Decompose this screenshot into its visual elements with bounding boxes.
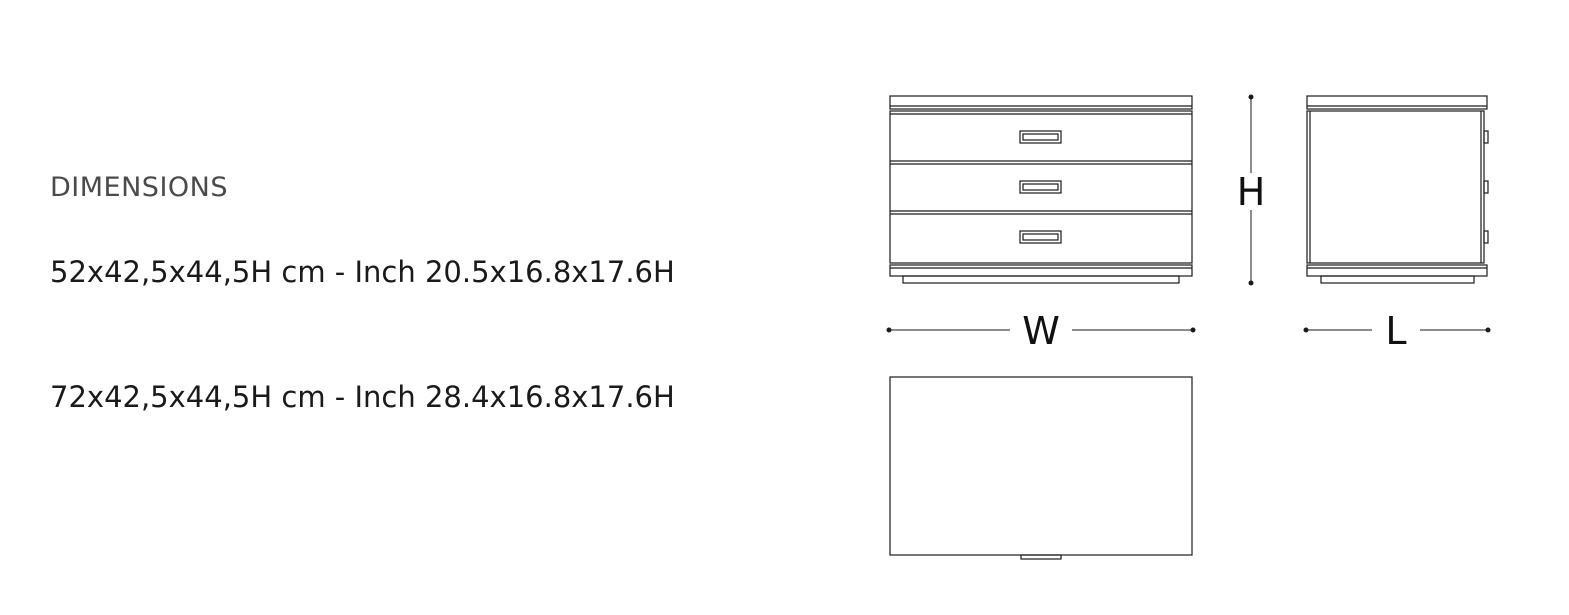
side-view bbox=[1306, 95, 1489, 284]
side-handle-2 bbox=[1483, 180, 1489, 194]
side-plinth bbox=[1320, 275, 1475, 284]
length-label: L bbox=[1385, 309, 1406, 353]
top-view bbox=[889, 376, 1193, 560]
front-top-panel bbox=[889, 95, 1193, 110]
length-dimension-line bbox=[1303, 327, 1491, 333]
top-view-handle bbox=[1020, 554, 1062, 560]
drawer-handle-2 bbox=[1019, 180, 1062, 194]
front-plinth bbox=[902, 275, 1180, 284]
drawer-handle-3 bbox=[1019, 230, 1062, 244]
side-top-panel bbox=[1306, 95, 1488, 110]
dimension-line-large: 72x42,5x44,5H cm - Inch 28.4x16.8x17.6H bbox=[50, 380, 675, 414]
dimensions-heading: DIMENSIONS bbox=[50, 172, 228, 203]
front-base-panel bbox=[889, 264, 1193, 277]
side-handle-1 bbox=[1483, 130, 1489, 144]
top-view-outline bbox=[889, 376, 1193, 556]
dimension-line-small: 52x42,5x44,5H cm - Inch 20.5x16.8x17.6H bbox=[50, 255, 675, 289]
side-handle-3 bbox=[1483, 230, 1489, 244]
width-dimension-line bbox=[886, 327, 1196, 333]
height-label: H bbox=[1237, 170, 1266, 214]
width-label: W bbox=[1022, 309, 1060, 353]
side-body bbox=[1306, 110, 1485, 264]
front-view bbox=[889, 95, 1193, 284]
drawer-handle-1 bbox=[1019, 130, 1062, 144]
front-body bbox=[889, 110, 1193, 264]
height-dimension-line bbox=[1248, 94, 1254, 286]
side-base-panel bbox=[1306, 264, 1488, 277]
